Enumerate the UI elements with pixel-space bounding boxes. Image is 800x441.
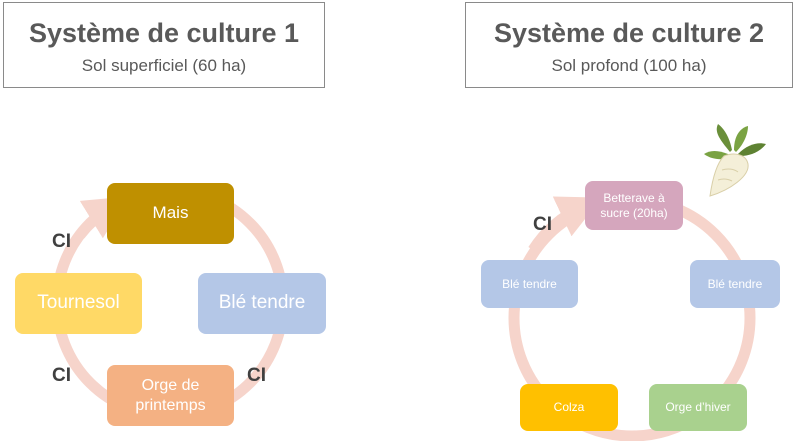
system2-node-betterave: Betterave à sucre (20ha) bbox=[585, 181, 683, 230]
system1-node-ble-tendre-label: Blé tendre bbox=[218, 292, 306, 314]
system1-node-mais: Mais bbox=[107, 183, 234, 244]
system2-node-colza: Colza bbox=[520, 384, 618, 431]
system1-header: Système de culture 1 Sol superficiel (60… bbox=[3, 2, 325, 88]
system2-title: Système de culture 2 bbox=[493, 18, 765, 48]
system2-node-ble-tendre-left-label: Blé tendre bbox=[502, 276, 557, 291]
system2-ci-label: CI bbox=[533, 214, 552, 235]
system1-ci-label: CI bbox=[52, 365, 71, 386]
system1-node-orge-printemps-label: Orge de printemps bbox=[135, 377, 206, 414]
system2-node-ble-tendre-left: Blé tendre bbox=[481, 260, 578, 308]
system2-node-ble-tendre-right: Blé tendre bbox=[690, 260, 780, 308]
system1-node-tournesol-label: Tournesol bbox=[37, 292, 120, 314]
system1-title: Système de culture 1 bbox=[28, 18, 300, 48]
system1-subtitle: Sol superficiel (60 ha) bbox=[81, 56, 247, 75]
system1-ci-label: CI bbox=[52, 231, 71, 252]
system2-cycle-arrow bbox=[528, 196, 602, 254]
system2-node-betterave-label: Betterave à sucre (20ha) bbox=[600, 191, 668, 220]
system2-subtitle: Sol profond (100 ha) bbox=[551, 56, 707, 75]
system2-node-orge-hiver: Orge d’hiver bbox=[649, 384, 747, 431]
system2-node-orge-hiver-label: Orge d’hiver bbox=[665, 400, 731, 415]
system2-node-colza-label: Colza bbox=[553, 400, 585, 415]
system1-ci-label: CI bbox=[247, 365, 266, 386]
sugar-beet-icon bbox=[704, 124, 766, 197]
system1-node-mais-label: Mais bbox=[152, 203, 189, 223]
system1-node-ble-tendre: Blé tendre bbox=[198, 273, 326, 334]
system2-header: Système de culture 2 Sol profond (100 ha… bbox=[465, 2, 793, 88]
system1-node-tournesol: Tournesol bbox=[15, 273, 142, 334]
system1-node-orge-printemps: Orge de printemps bbox=[107, 365, 234, 426]
system1-cycle-arrow bbox=[75, 196, 129, 239]
system2-node-ble-tendre-right-label: Blé tendre bbox=[707, 276, 763, 291]
